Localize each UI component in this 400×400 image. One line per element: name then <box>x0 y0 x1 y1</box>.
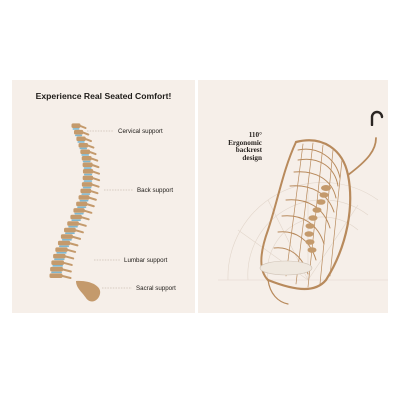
vertebra <box>60 234 73 239</box>
angle-value: 110° <box>248 131 262 139</box>
spinous-process <box>88 196 97 201</box>
spinal-disc <box>75 134 83 137</box>
spinal-disc <box>79 147 88 150</box>
vertebra <box>80 188 92 194</box>
vertebra <box>82 175 94 181</box>
vertebra <box>81 156 92 161</box>
spinal-disc <box>58 245 70 248</box>
vertebra <box>70 214 82 220</box>
spinal-disc <box>74 212 84 215</box>
vertebra <box>57 240 71 246</box>
vertebra <box>74 129 84 135</box>
spinal-disc <box>83 167 92 169</box>
vertebra <box>50 266 63 272</box>
spinous-process <box>69 242 79 247</box>
spinal-disc <box>56 252 67 254</box>
spinal-disc <box>77 206 87 208</box>
spinous-process <box>84 138 92 143</box>
sacral-support-label: Sacral support <box>136 285 176 292</box>
vertebra <box>76 136 86 142</box>
spinal-disc <box>82 186 92 189</box>
vertebra <box>51 260 65 265</box>
spinal-disc <box>68 225 78 228</box>
lumbar-support-label: Lumbar support <box>124 257 168 264</box>
spinal-disc <box>61 238 72 241</box>
spinous-process <box>91 183 100 188</box>
spinal-disc <box>72 128 80 130</box>
spinous-process <box>89 151 97 156</box>
spinal-disc <box>65 232 75 235</box>
spinous-process <box>83 209 93 214</box>
spinal-disc <box>77 141 85 143</box>
spinal-disc <box>82 160 91 163</box>
ergonomic-tagline: 110° Ergonomic backrest design <box>202 131 262 162</box>
vertebra <box>73 208 85 213</box>
spinal-disc <box>83 173 93 176</box>
seat-cushion <box>259 260 313 276</box>
spinal-disc <box>83 180 93 182</box>
spinous-process <box>92 170 101 175</box>
spinous-process <box>90 190 99 195</box>
spinous-process <box>91 164 100 169</box>
vertebra <box>67 221 79 226</box>
spinal-disc <box>81 154 90 156</box>
chair-illustration <box>218 137 388 305</box>
spinous-process <box>80 216 90 221</box>
spinous-process <box>61 268 72 273</box>
spinous-process <box>64 255 75 260</box>
spinous-process <box>87 144 95 149</box>
spinal-disc <box>54 258 65 261</box>
spinal-disc <box>81 193 91 195</box>
spinous-process <box>61 275 72 279</box>
spinous-process <box>86 203 95 208</box>
spinous-process <box>90 157 99 162</box>
back-support-label: Back support <box>137 187 174 194</box>
spine-illustration <box>49 123 133 302</box>
vertebra <box>64 227 76 233</box>
sacrum <box>76 280 101 302</box>
spinous-process <box>63 261 73 266</box>
tagline-line-1: Ergonomic <box>228 138 262 147</box>
arc-logo-icon <box>370 110 384 126</box>
vertebra <box>82 162 93 168</box>
cervical-support-label: Cervical support <box>118 128 163 135</box>
spinous-process <box>82 131 90 136</box>
tagline-line-3: design <box>242 153 262 162</box>
vertebra <box>71 123 81 128</box>
spinal-disc <box>52 265 64 267</box>
vertebra <box>78 142 89 148</box>
spinous-process <box>71 235 82 240</box>
panel-headline: Experience Real Seated Comfort! <box>35 91 172 101</box>
vertebra <box>53 253 66 259</box>
spinal-disc <box>79 199 89 202</box>
vertebra <box>55 247 68 252</box>
spinous-process <box>92 177 101 182</box>
spinal-disc <box>71 219 81 222</box>
vertebra <box>81 182 93 187</box>
vertebra <box>49 273 63 278</box>
chair-spine-overlay <box>304 185 331 253</box>
spinous-process <box>79 125 87 129</box>
tagline-line-2: backrest <box>235 146 262 155</box>
spinous-process <box>74 229 84 234</box>
spinous-process <box>77 222 87 227</box>
vertebra <box>82 169 94 174</box>
spine-panel: Experience Real Seated Comfort! Cervical… <box>12 80 195 313</box>
chair-panel: 110° Ergonomic backrest design <box>198 80 388 313</box>
vertebra <box>78 195 90 200</box>
spinal-disc <box>51 271 62 274</box>
spinous-process <box>66 248 77 253</box>
vertebra <box>80 149 91 155</box>
vertebra <box>76 201 88 207</box>
